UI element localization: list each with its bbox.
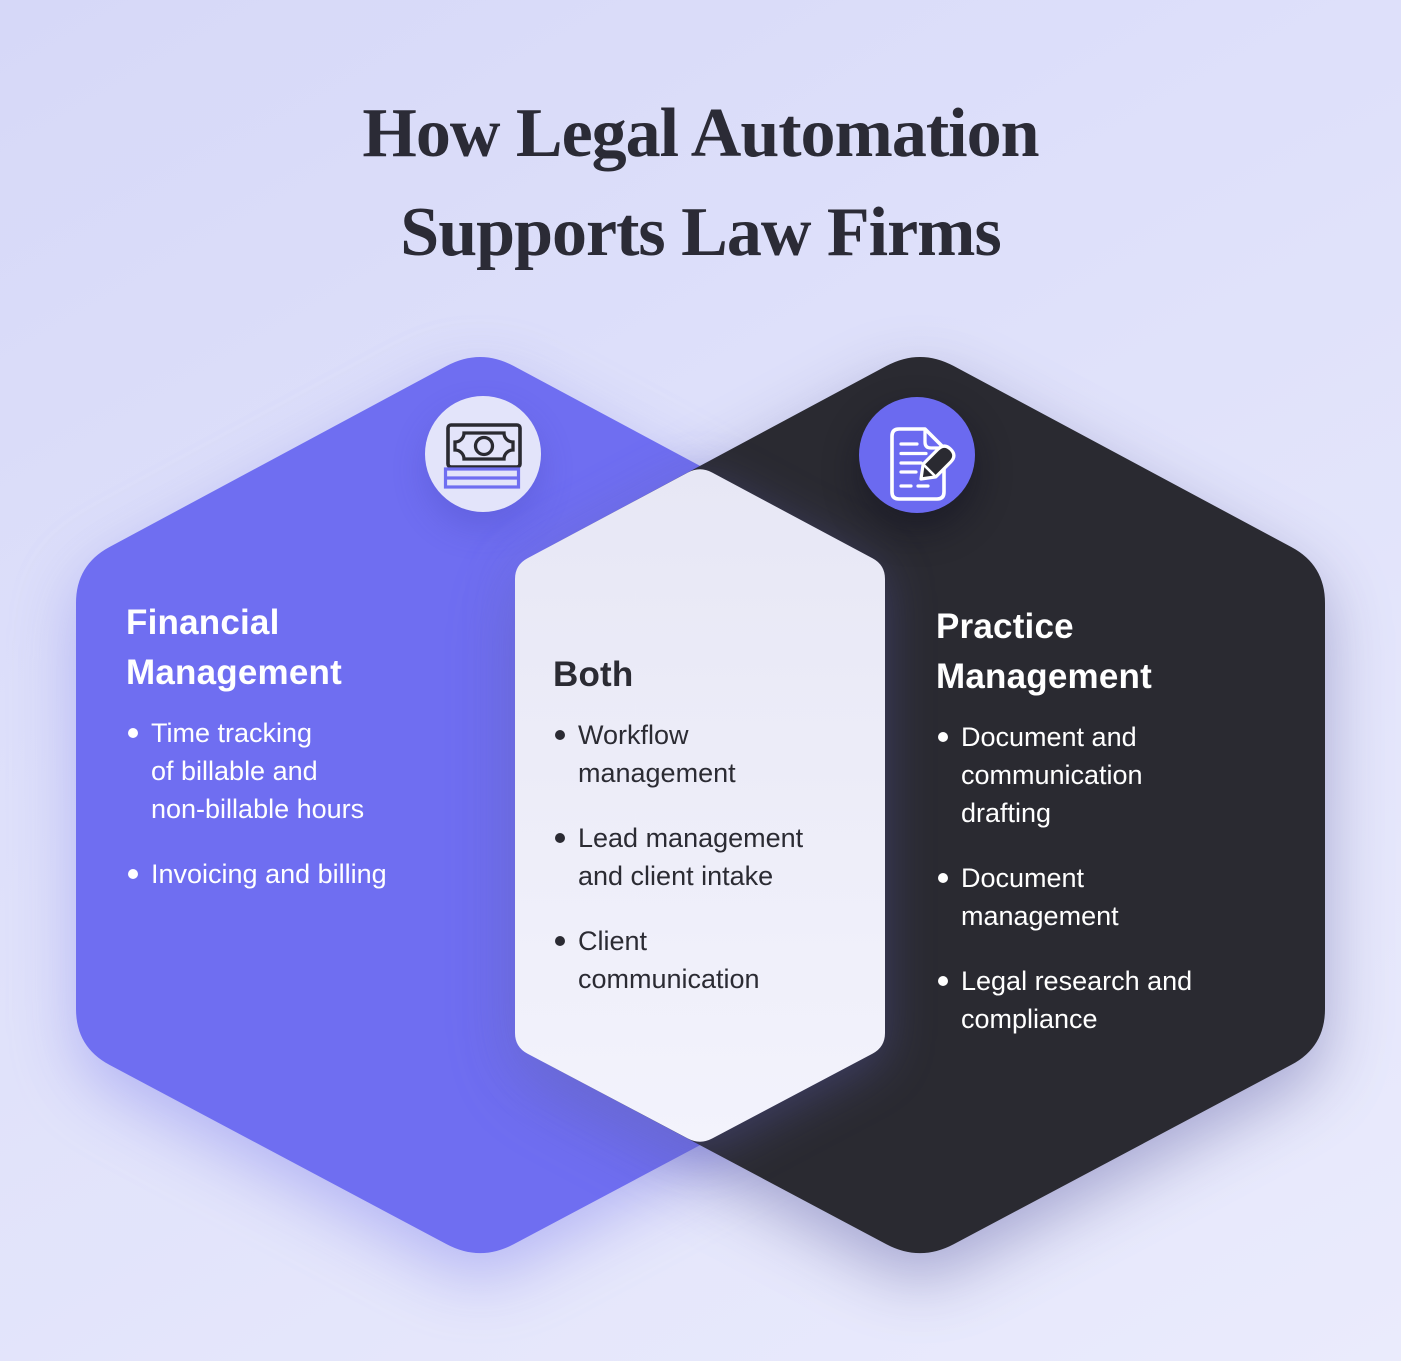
- list-item: Legal research and compliance: [936, 962, 1281, 1038]
- list-item: Lead management and client intake: [553, 819, 883, 895]
- practice-bullet-list: Document and communication drafting Docu…: [936, 718, 1281, 1038]
- both-heading: Both: [553, 655, 634, 694]
- financial-bullet-list: Time tracking of billable and non-billab…: [126, 714, 456, 893]
- section-both: Both Workflow management Lead management…: [553, 650, 883, 998]
- document-fold: [923, 429, 944, 450]
- document-page: [890, 427, 946, 501]
- list-item: Document management: [936, 859, 1281, 935]
- financial-icon-badge: [425, 396, 541, 512]
- page-title-line-2: Supports Law Firms: [400, 194, 1001, 271]
- section-practice-management: Practice Management Document and communi…: [936, 602, 1281, 1038]
- document-text-lines: [899, 442, 930, 488]
- practice-heading: Practice Management: [936, 607, 1152, 696]
- money-stack-icon: [443, 423, 522, 489]
- practice-icon-badge: [859, 397, 975, 513]
- list-item: Workflow management: [553, 716, 883, 792]
- list-item: Document and communication drafting: [936, 718, 1281, 832]
- financial-heading: Financial Management: [126, 603, 342, 692]
- both-bullet-list: Workflow management Lead management and …: [553, 716, 883, 998]
- section-financial-management: Financial Management Time tracking of bi…: [126, 598, 456, 893]
- document-pencil-icon: [890, 427, 956, 501]
- list-item: Time tracking of billable and non-billab…: [126, 714, 456, 828]
- pencil-nib-divider: [922, 463, 937, 478]
- bill-outline: [446, 423, 522, 469]
- list-item: Client communication: [553, 922, 883, 998]
- pencil: [919, 444, 956, 481]
- list-item: Invoicing and billing: [126, 855, 456, 893]
- bill-center-circle: [473, 435, 495, 457]
- page-title-line-1: How Legal Automation: [362, 95, 1039, 172]
- bill-inner-frame: [453, 431, 515, 461]
- both-overlap-lens: [515, 469, 885, 1142]
